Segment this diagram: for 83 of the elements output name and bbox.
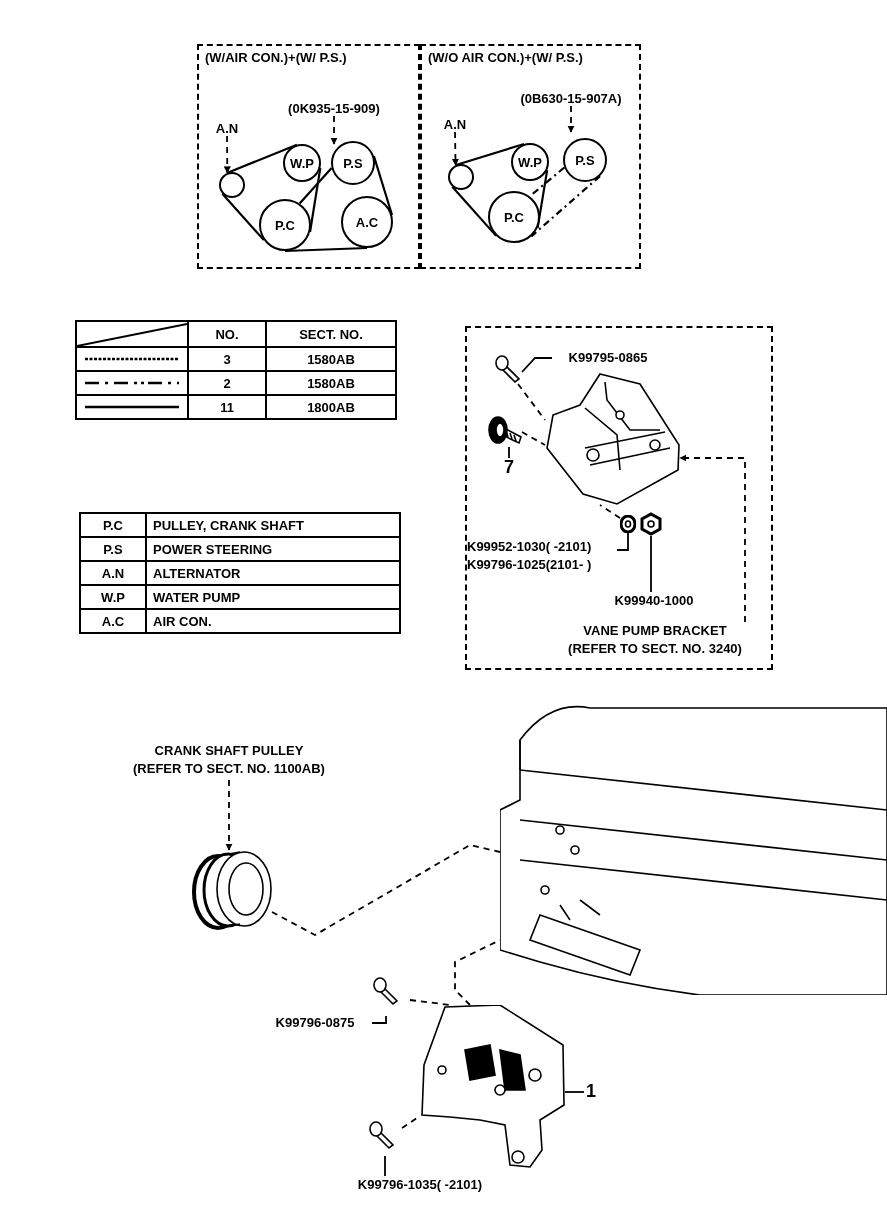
part-number: (0K935-15-909) <box>276 100 392 116</box>
table-cell: A.N <box>80 561 146 585</box>
part-number: K99940-1000 <box>596 592 712 610</box>
pulley-circle: A.C <box>341 196 393 248</box>
callout-number: 1 <box>584 1082 598 1104</box>
belt-line <box>451 185 497 237</box>
belt-line <box>308 167 322 233</box>
part-number: K99796-0875 <box>258 1014 372 1032</box>
dashed-arrow <box>223 135 231 174</box>
belt-line <box>536 169 549 228</box>
leader-line <box>616 532 629 551</box>
pulley-circle: P.C <box>488 191 540 243</box>
table-cell: NO. <box>188 321 266 347</box>
leader-line <box>650 535 652 593</box>
table-cell: 2 <box>188 371 266 395</box>
part-number: K99796-1025(2101- ) <box>467 556 592 574</box>
part-caption: CRANK SHAFT PULLEY <box>154 742 304 760</box>
belt-line <box>221 192 265 241</box>
belt-line <box>530 175 601 238</box>
table-cell: 1800AB <box>266 395 396 419</box>
panel-heading: (W/AIR CON.)+(W/ P.S.) <box>205 49 347 67</box>
assembly-line <box>409 999 451 1006</box>
belt-line <box>372 155 394 216</box>
table-cell: AIR CON. <box>146 609 400 633</box>
assembly-line <box>521 431 546 446</box>
part-number: (0B630-15-907A) <box>505 90 637 106</box>
dashed-arrow <box>451 131 460 167</box>
pulley-circle: P.C <box>259 199 311 251</box>
assembly-line <box>271 844 501 937</box>
table-cell: POWER STEERING <box>146 537 400 561</box>
table-cell: A.C <box>80 609 146 633</box>
table-cell: W.P <box>80 585 146 609</box>
assembly-line <box>517 383 546 421</box>
assembly-line <box>599 504 621 519</box>
table-cell: 1580AB <box>266 371 396 395</box>
pulley-circle: W.P <box>511 143 549 181</box>
dashed-arrow <box>330 115 338 145</box>
pulley-circle: P.S <box>563 138 607 182</box>
washer-drawing <box>620 515 636 533</box>
panel-heading: (W/O AIR CON.)+(W/ P.S.) <box>428 49 583 67</box>
leader-line <box>384 1155 386 1177</box>
bracket-drawing <box>545 370 680 505</box>
dashed-arrow <box>225 779 233 851</box>
bracket-drawing <box>420 1005 565 1170</box>
leader-line <box>521 357 553 373</box>
belt-line <box>226 143 298 174</box>
belt-line <box>455 142 525 167</box>
dashed-frame <box>465 326 773 670</box>
pulley-circle: P.S <box>331 141 375 185</box>
table-cell: 3 <box>188 347 266 371</box>
leader-line <box>564 1091 585 1093</box>
abbreviation-label: A.N <box>212 120 242 136</box>
table-cell: SECT. NO. <box>266 321 396 347</box>
leader-line <box>371 1015 387 1024</box>
belt-line <box>298 167 333 205</box>
belt-line <box>284 246 368 253</box>
dashed-arrow <box>679 454 746 623</box>
dashed-arrow <box>567 105 575 133</box>
part-caption: (REFER TO SECT. NO. 1100AB) <box>133 760 325 778</box>
table-cell: 11 <box>188 395 266 419</box>
table-cell: P.C <box>80 513 146 537</box>
abbreviation-label: A.N <box>440 116 470 132</box>
pulley-circle <box>448 164 474 190</box>
pulley-circle <box>219 172 245 198</box>
part-caption: VANE PUMP BRACKET <box>583 622 727 640</box>
table-cell: PULLEY, CRANK SHAFT <box>146 513 400 537</box>
table-cell: WATER PUMP <box>146 585 400 609</box>
table-cell: 1580AB <box>266 347 396 371</box>
part-caption: (REFER TO SECT. NO. 3240) <box>568 640 742 658</box>
part-number: K99795-0865 <box>552 349 664 367</box>
nut-drawing <box>640 512 662 536</box>
leader-line <box>508 446 510 459</box>
assembly-line <box>454 939 501 1006</box>
pulley-circle: W.P <box>283 144 321 182</box>
part-number: K99796-1035( -2101) <box>330 1176 510 1194</box>
callout-number: 7 <box>501 458 517 480</box>
dashed-frame <box>197 44 420 269</box>
dashed-frame <box>420 44 641 269</box>
table-cell: ALTERNATOR <box>146 561 400 585</box>
table-cell: P.S <box>80 537 146 561</box>
bolt-drawing <box>488 415 522 447</box>
part-number: K99952-1030( -2101) <box>467 538 592 556</box>
bolt-drawing <box>494 354 522 384</box>
